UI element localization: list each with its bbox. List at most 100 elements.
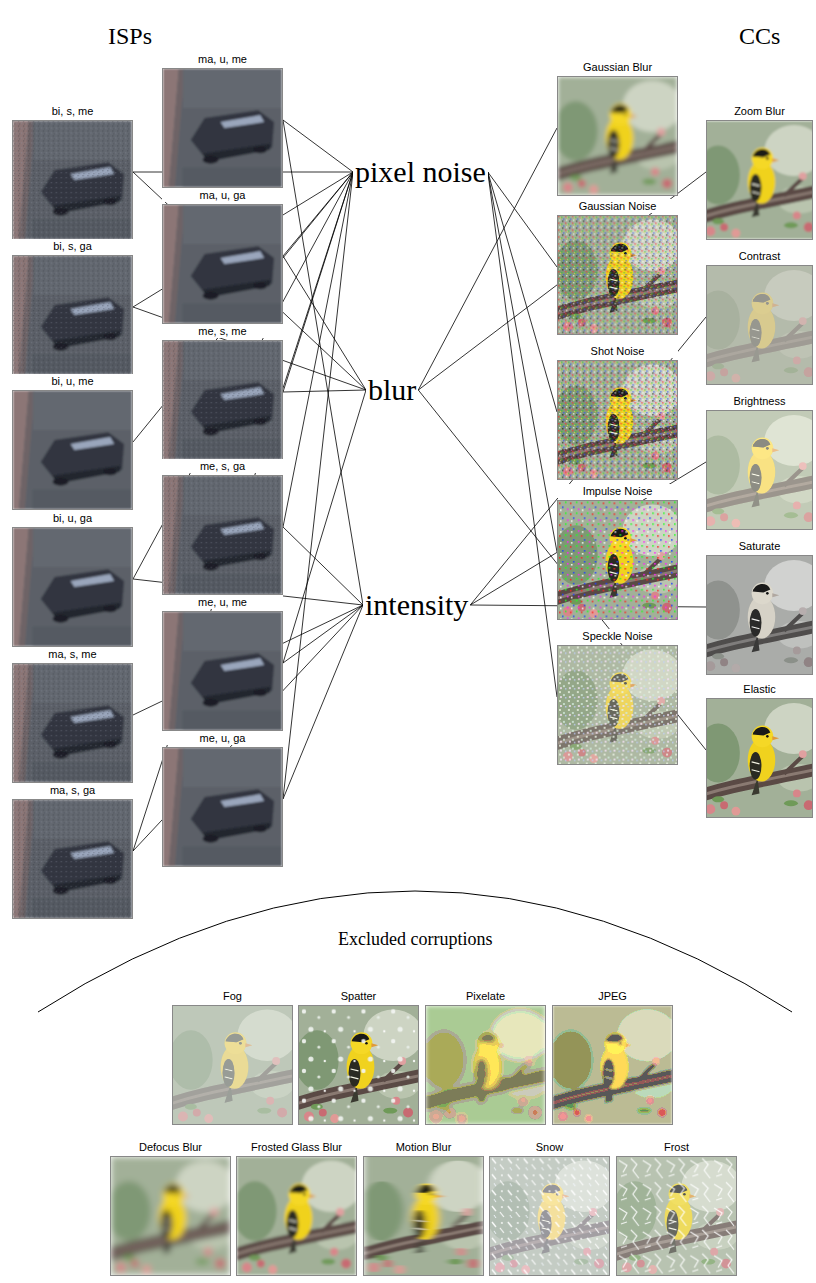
thumbnail-label: Contrast	[706, 249, 813, 263]
thumbnail-illustration	[707, 411, 812, 529]
thumbnail-image	[706, 120, 813, 240]
thumbnail-picture	[13, 391, 132, 509]
thumbnail-illustration	[558, 646, 677, 764]
thumbnail-label: Fog	[172, 989, 293, 1003]
isp-thumbnail: bi, s, me	[12, 104, 133, 240]
thumbnail-label: Speckle Noise	[557, 629, 678, 643]
isp-thumbnail: bi, u, ga	[12, 511, 133, 647]
thumbnail-image	[363, 1156, 484, 1276]
column-title: CCs	[739, 22, 780, 50]
thumbnail-illustration	[558, 77, 677, 195]
thumbnail-image	[425, 1005, 546, 1125]
thumbnail-picture	[237, 1157, 356, 1275]
connector-line	[283, 390, 366, 392]
thumbnail-picture	[707, 556, 812, 674]
thumbnail-label: Gaussian Noise	[557, 199, 678, 213]
excluded-thumbnail: Spatter	[298, 989, 419, 1125]
thumbnail-label: ma, u, ga	[162, 188, 283, 202]
thumbnail-picture	[707, 699, 812, 817]
thumbnail-illustration	[13, 256, 132, 374]
corruption-thumbnail: Zoom Blur	[706, 104, 813, 240]
isp-thumbnail: me, s, ga	[162, 459, 283, 595]
thumbnail-picture	[558, 216, 677, 334]
thumbnail-picture	[364, 1157, 483, 1275]
thumbnail-image	[298, 1005, 419, 1125]
thumbnail-label: bi, s, ga	[12, 239, 133, 253]
connector-line	[488, 172, 557, 697]
thumbnail-picture	[163, 205, 282, 323]
connector-line	[283, 390, 366, 663]
corruption-overlay	[13, 121, 132, 239]
thumbnail-label: ma, s, ga	[12, 783, 133, 797]
thumbnail-picture	[111, 1157, 230, 1275]
thumbnail-picture	[163, 69, 282, 187]
corruption-thumbnail: Speckle Noise	[557, 629, 678, 765]
connector-line	[283, 605, 363, 799]
thumbnail-image	[706, 555, 813, 675]
thumbnail-image	[557, 215, 678, 335]
thumbnail-image	[172, 1005, 293, 1125]
corruption-thumbnail: Saturate	[706, 539, 813, 675]
thumbnail-label: Impulse Noise	[557, 484, 678, 498]
thumbnail-label: ma, u, me	[162, 52, 283, 66]
thumbnail-image	[12, 663, 133, 783]
thumbnail-illustration	[13, 391, 132, 509]
excluded-thumbnail: Snow	[489, 1140, 610, 1276]
corruption-thumbnail: Impulse Noise	[557, 484, 678, 620]
corruption-overlay	[558, 216, 677, 334]
thumbnail-label: me, s, ga	[162, 459, 283, 473]
thumbnail-image	[557, 76, 678, 196]
thumbnail-illustration	[237, 1157, 356, 1275]
category-label: pixel noise	[355, 155, 486, 189]
thumbnail-label: Zoom Blur	[706, 104, 813, 118]
thumbnail-picture	[13, 121, 132, 239]
thumbnail-label: Brightness	[706, 394, 813, 408]
thumbnail-image	[706, 265, 813, 385]
thumbnail-image	[162, 747, 283, 867]
excluded-thumbnail: Frosted Glass Blur	[236, 1140, 357, 1276]
thumbnail-picture	[553, 1006, 672, 1124]
thumbnail-picture	[163, 341, 282, 459]
corruption-thumbnail: Gaussian Noise	[557, 199, 678, 335]
corruption-thumbnail: Shot Noise	[557, 344, 678, 480]
thumbnail-illustration	[13, 528, 132, 646]
thumbnail-illustration	[13, 121, 132, 239]
corruption-overlay	[490, 1157, 609, 1275]
thumbnail-picture	[707, 121, 812, 239]
excluded-arc	[38, 891, 792, 1012]
thumbnail-illustration	[163, 341, 282, 459]
thumbnail-label: JPEG	[552, 989, 673, 1003]
thumbnail-picture	[558, 77, 677, 195]
thumbnail-picture	[13, 256, 132, 374]
thumbnail-picture	[299, 1006, 418, 1124]
corruption-overlay	[617, 1157, 736, 1275]
thumbnail-illustration	[13, 664, 132, 782]
thumbnail-image	[557, 645, 678, 765]
thumbnail-label: me, s, me	[162, 324, 283, 338]
thumbnail-label: Saturate	[706, 539, 813, 553]
connector-line	[283, 256, 366, 390]
isp-thumbnail: me, u, me	[162, 595, 283, 731]
connector-line	[283, 527, 363, 605]
thumbnail-label: Pixelate	[425, 989, 546, 1003]
thumbnail-image	[236, 1156, 357, 1276]
corruption-overlay	[13, 256, 132, 374]
thumbnail-label: Gaussian Blur	[557, 60, 678, 74]
thumbnail-label: me, u, ga	[162, 731, 283, 745]
thumbnail-illustration	[111, 1157, 230, 1275]
thumbnail-illustration	[558, 216, 677, 334]
isp-thumbnail: ma, s, me	[12, 647, 133, 783]
thumbnail-illustration	[617, 1157, 736, 1275]
thumbnail-image	[706, 410, 813, 530]
excluded-thumbnail: Fog	[172, 989, 293, 1125]
thumbnail-label: bi, u, me	[12, 374, 133, 388]
thumbnail-image	[12, 390, 133, 510]
isp-thumbnail: bi, s, ga	[12, 239, 133, 375]
thumbnail-image	[12, 527, 133, 647]
thumbnail-illustration	[707, 699, 812, 817]
column-title: ISPs	[108, 22, 152, 50]
isp-thumbnail: ma, s, ga	[12, 783, 133, 919]
category-word: pixel noise	[353, 155, 488, 189]
thumbnail-image	[706, 698, 813, 818]
thumbnail-label: bi, u, ga	[12, 511, 133, 525]
